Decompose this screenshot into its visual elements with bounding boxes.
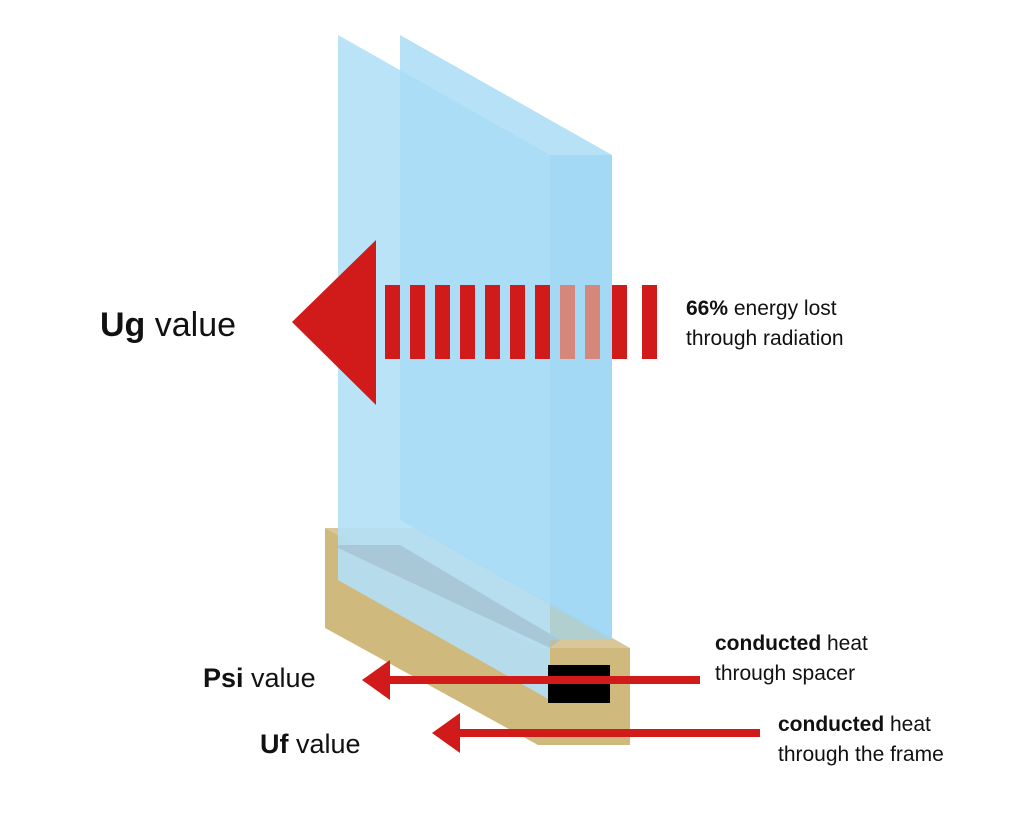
radiation-caption-rest: energy lost	[728, 297, 837, 320]
radiation-arrow-stripe	[485, 285, 500, 359]
frame-arrow-head	[432, 713, 460, 753]
spacer-arrow-shaft	[388, 676, 700, 684]
spacer-caption-line2: through spacer	[715, 662, 856, 685]
psi-label-rest: value	[243, 663, 316, 693]
frame-caption: conducted heat through the frame	[778, 710, 944, 770]
radiation-arrow-stripe	[460, 285, 475, 359]
psi-value-label: Psi value	[203, 663, 316, 694]
frame-caption-rest: heat	[884, 713, 931, 736]
spacer-caption-line1: conducted heat	[715, 629, 868, 659]
frame-arrow	[432, 713, 760, 753]
spacer-caption: conducted heat through spacer	[715, 629, 868, 689]
frame-caption-bold: conducted	[778, 713, 885, 736]
uf-label-bold: Uf	[260, 729, 289, 759]
radiation-arrow-stripe	[510, 285, 525, 359]
radiation-caption-line2: through radiation	[686, 327, 844, 350]
radiation-arrow-stripe	[642, 285, 657, 359]
uf-label-rest: value	[288, 729, 361, 759]
radiation-arrow-stripe	[385, 285, 400, 359]
radiation-arrow-stripe	[435, 285, 450, 359]
frame-arrow-shaft	[458, 729, 760, 737]
spacer-caption-rest: heat	[821, 632, 868, 655]
psi-label-bold: Psi	[203, 663, 244, 693]
radiation-arrow-stripe	[585, 285, 600, 359]
radiation-arrow-stripe	[410, 285, 425, 359]
uf-value-label: Uf value	[260, 729, 361, 760]
radiation-arrow-stripe	[560, 285, 575, 359]
frame-caption-line1: conducted heat	[778, 710, 944, 740]
ug-value-label: Ug value	[100, 306, 236, 345]
radiation-caption-line1: 66% energy lost	[686, 294, 844, 324]
glass-pane-front-edge	[550, 155, 612, 640]
radiation-arrow-stripe	[612, 285, 627, 359]
frame-caption-line2: through the frame	[778, 743, 944, 766]
ug-label-rest: value	[145, 306, 237, 344]
radiation-arrow-stripe	[535, 285, 550, 359]
spacer-caption-bold: conducted	[715, 632, 822, 655]
radiation-arrow	[292, 240, 657, 405]
radiation-caption-bold: 66%	[686, 297, 729, 320]
radiation-arrow-head	[292, 240, 376, 405]
glass-cavity-shade	[338, 545, 560, 648]
spacer-arrow	[362, 660, 700, 700]
spacer-arrow-head	[362, 660, 390, 700]
ug-label-bold: Ug	[100, 306, 146, 344]
radiation-caption: 66% energy lost through radiation	[686, 294, 844, 354]
